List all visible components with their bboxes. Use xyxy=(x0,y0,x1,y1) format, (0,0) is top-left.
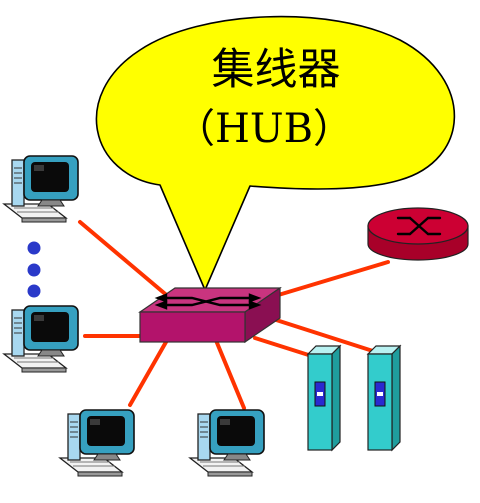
hub-callout: 集线器 （HUB） xyxy=(95,15,456,291)
computer-icon xyxy=(3,155,79,223)
server-icon xyxy=(307,345,341,451)
computer-icon xyxy=(189,409,265,477)
link-pc-bottom-right xyxy=(213,336,246,410)
server-icon xyxy=(367,345,401,451)
link-router xyxy=(273,260,390,298)
hub-icon xyxy=(138,286,282,344)
callout-subtitle: （HUB） xyxy=(175,106,353,152)
link-server-right xyxy=(268,316,378,354)
computer-icon xyxy=(3,305,79,373)
computer-icon xyxy=(59,409,135,477)
link-pc-bottom-left xyxy=(128,333,172,407)
callout-title: 集线器 xyxy=(212,45,341,95)
router-icon xyxy=(367,207,469,261)
link-pc-top xyxy=(78,220,172,300)
ellipsis-dots-icon xyxy=(27,241,41,298)
